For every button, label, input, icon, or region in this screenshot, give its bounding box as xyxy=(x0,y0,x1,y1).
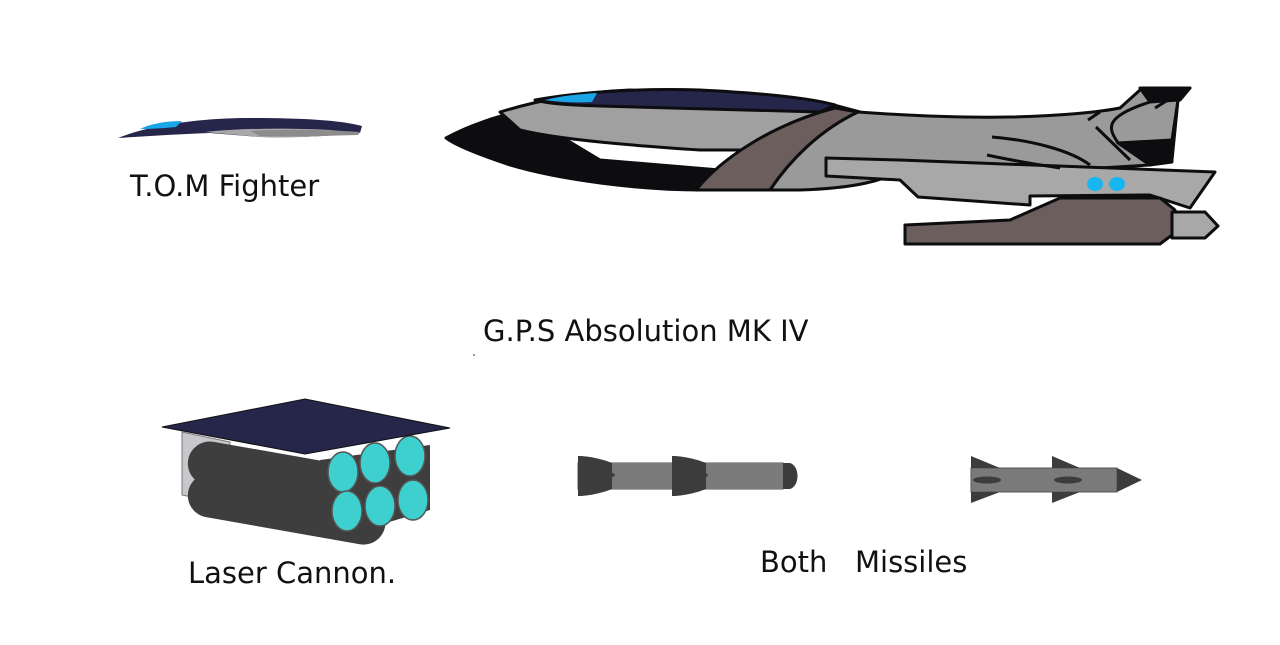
laser-cannon-drawing xyxy=(161,398,451,545)
missiles-label: Missiles xyxy=(855,545,968,579)
missile-1-drawing xyxy=(577,456,798,496)
both-label: Both xyxy=(760,545,828,579)
stray-dot xyxy=(473,354,475,356)
tom-fighter-drawing xyxy=(118,118,362,138)
gps-absolution-label: G.P.S Absolution MK IV xyxy=(483,314,809,348)
laser-cannon-label: Laser Cannon. xyxy=(188,556,397,590)
tom-fighter-label: T.O.M Fighter xyxy=(130,169,320,203)
gps-absolution-drawing xyxy=(444,86,1220,246)
missile-2-drawing xyxy=(970,456,1142,503)
